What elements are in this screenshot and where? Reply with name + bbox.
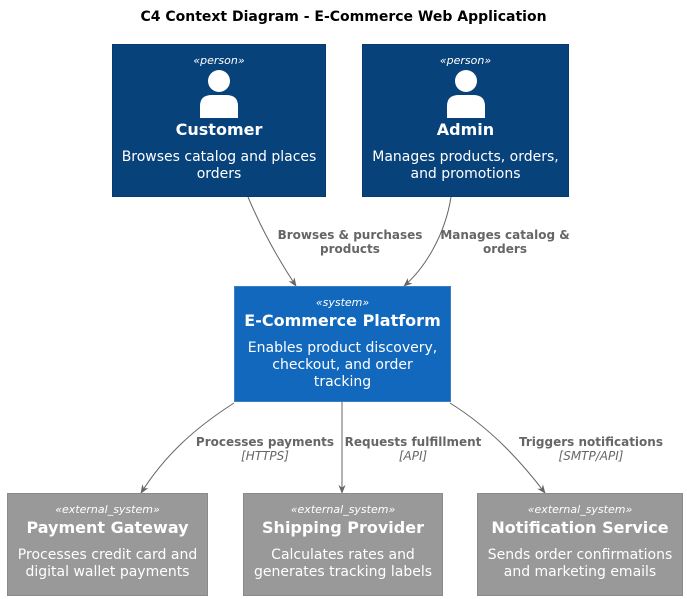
- admin-name: Admin: [436, 120, 495, 139]
- person-icon: [200, 70, 238, 118]
- platform-description: Enables product discovery, checkout, and…: [247, 340, 438, 390]
- shipping-name: Shipping Provider: [262, 518, 424, 537]
- notification-service-node[interactable]: «external_system» Notification Service S…: [477, 493, 683, 596]
- edge-admin-to-platform: [403, 196, 452, 287]
- payment-name: Payment Gateway: [26, 518, 189, 537]
- platform-stereotype: «system»: [315, 296, 370, 309]
- edge-relationship: orders: [483, 242, 527, 256]
- shipping-stereotype: «external_system»: [290, 503, 396, 516]
- notification-name: Notification Service: [491, 518, 669, 537]
- notification-stereotype: «external_system»: [527, 503, 633, 516]
- edge-label-platform-payment: Processes payments [HTTPS]: [190, 435, 340, 463]
- edge-relationship: Triggers notifications: [519, 435, 663, 449]
- admin-stereotype: «person»: [439, 54, 492, 67]
- payment-stereotype: «external_system»: [55, 503, 160, 516]
- edge-label-platform-notification: Triggers notifications [SMTP/API]: [510, 435, 672, 463]
- customer-stereotype: «person»: [193, 54, 245, 67]
- platform-name: E-Commerce Platform: [244, 311, 441, 330]
- edge-relationship: Manages catalog &: [440, 228, 570, 242]
- person-icon: [446, 70, 485, 118]
- diagram-title: C4 Context Diagram - E-Commerce Web Appl…: [140, 9, 547, 25]
- edge-platform-to-payment: [140, 402, 235, 494]
- customer-description: Browses catalog and places orders: [121, 149, 317, 182]
- edge-relationship: Processes payments: [195, 435, 335, 449]
- customer-node[interactable]: «person» Customer Browses catalog and pl…: [112, 44, 326, 197]
- edge-relationship: products: [320, 242, 380, 256]
- shipping-description: Calculates rates and generates tracking …: [253, 547, 433, 580]
- edge-technology: [SMTP/API]: [558, 449, 624, 463]
- platform-node[interactable]: «system» E-Commerce Platform Enables pro…: [234, 286, 451, 402]
- edge-technology: [HTTPS]: [241, 449, 289, 463]
- edge-technology: [API]: [398, 449, 428, 463]
- admin-description: Manages products, orders, and promotions: [372, 149, 559, 182]
- edge-label-admin-platform: Manages catalog & orders: [434, 228, 576, 256]
- edge-label-platform-shipping: Requests fulfillment [API]: [338, 435, 488, 463]
- edge-relationship: Requests fulfillment: [344, 435, 482, 449]
- shipping-provider-node[interactable]: «external_system» Shipping Provider Calc…: [243, 493, 443, 596]
- edge-label-customer-platform: Browses & purchases products: [270, 228, 430, 256]
- edge-customer-to-platform: [247, 196, 297, 287]
- notification-description: Sends order confirmations and marketing …: [487, 547, 673, 580]
- edge-platform-to-notification: [449, 402, 546, 494]
- admin-node[interactable]: «person» Admin Manages products, orders,…: [362, 44, 569, 197]
- payment-gateway-node[interactable]: «external_system» Payment Gateway Proces…: [7, 493, 208, 596]
- customer-name: Customer: [175, 120, 263, 139]
- edge-relationship: Browses & purchases: [277, 228, 423, 242]
- payment-description: Processes credit card and digital wallet…: [17, 547, 198, 580]
